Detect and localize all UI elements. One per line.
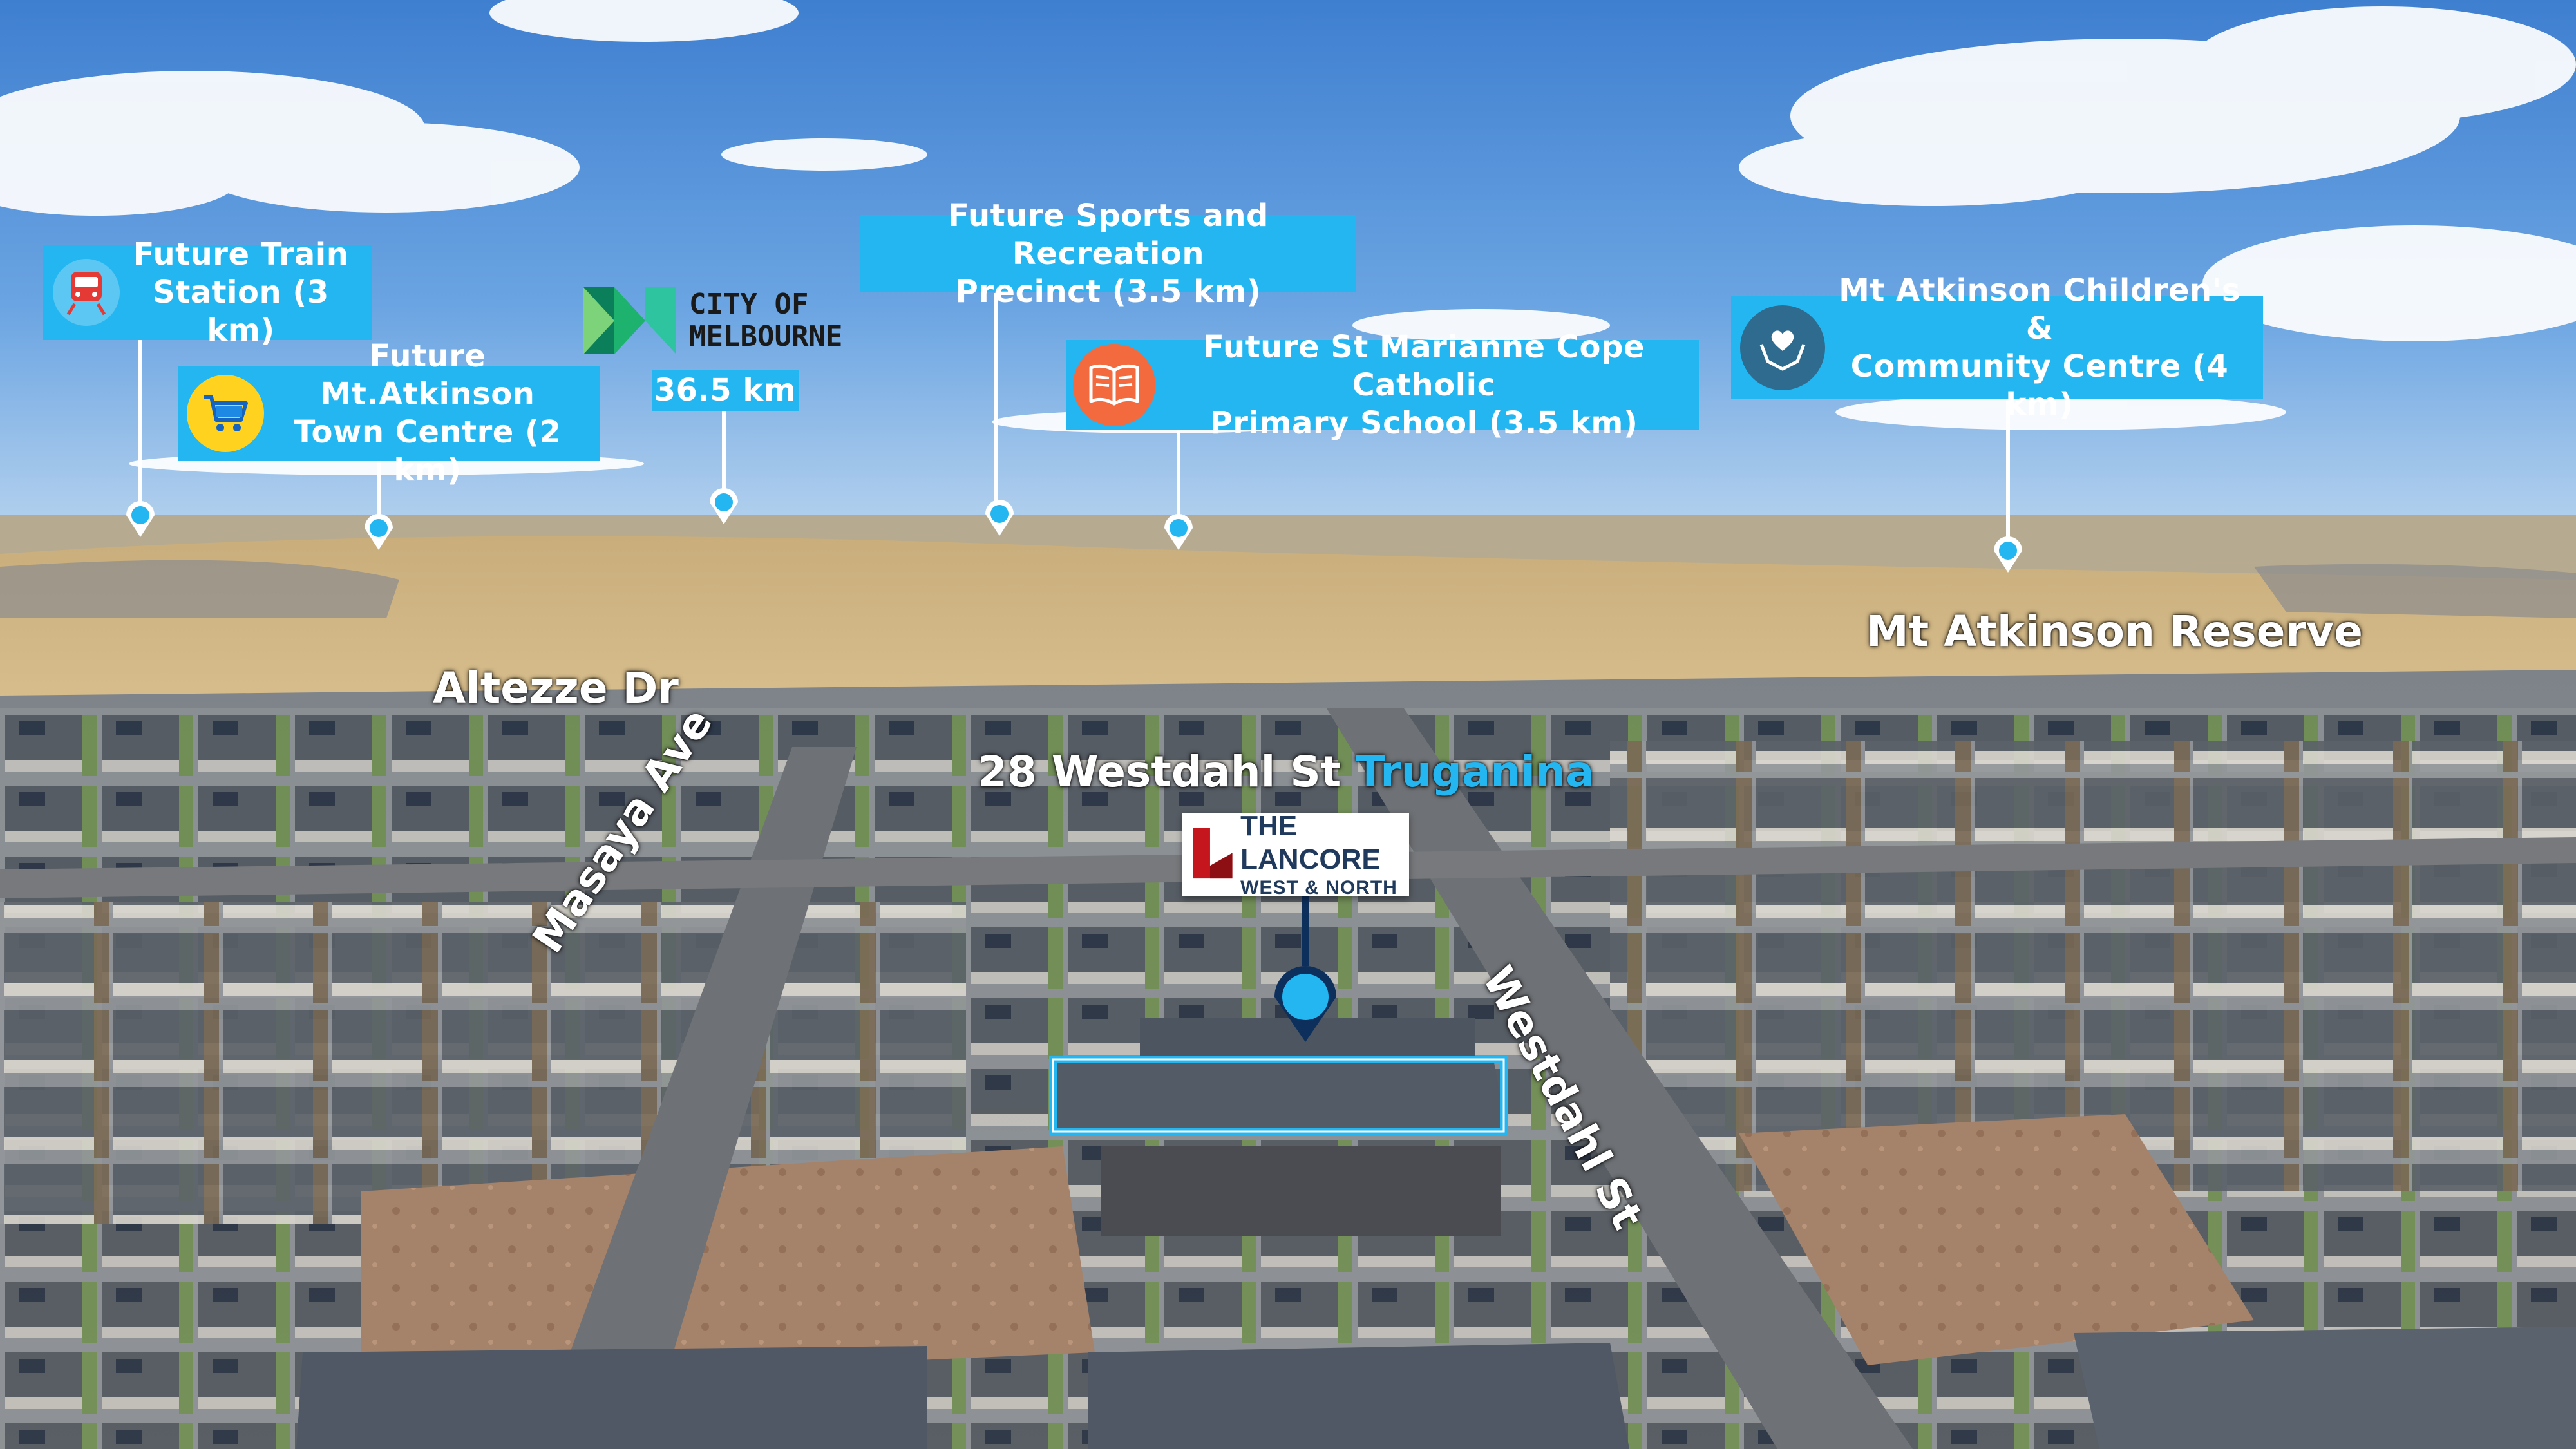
dirt-lot (361, 1146, 1095, 1385)
callout-school-line1: Future St Marianne Cope Catholic (1203, 328, 1645, 403)
city-logo-line2: MELBOURNE (689, 320, 843, 353)
train-icon (53, 259, 120, 326)
callout-town-centre-line1: Future Mt.Atkinson (320, 338, 535, 412)
callout-train-line1: Future Train (133, 236, 349, 272)
city-logo-line1: CITY OF (689, 288, 809, 321)
city-logo-icon (583, 287, 676, 354)
city-distance: 36.5 km (654, 372, 797, 408)
callout-school-line2: Primary School (3.5 km) (1209, 404, 1638, 441)
road-masaya (535, 747, 857, 1449)
callout-train: Future Train Station (3 km) (43, 236, 372, 348)
brand-line2: WEST & NORTH (1240, 877, 1397, 898)
pin-community (1994, 536, 2022, 573)
neighbour-house (1101, 1146, 1501, 1236)
road-westdahl (1327, 708, 1913, 1449)
pin-city (710, 488, 738, 524)
address-street: 28 Westdahl St (978, 747, 1341, 797)
callout-school: Future St Marianne Cope Catholic Primary… (1066, 329, 1699, 441)
callout-sports-line1: Future Sports and Recreation (948, 197, 1269, 272)
dirt-lot (1739, 1114, 2254, 1365)
lancore-logo-icon (1193, 827, 1233, 879)
hands-heart-icon (1740, 305, 1825, 390)
property-pin (1274, 966, 1336, 1042)
brand-line1: THE LANCORE (1240, 810, 1381, 875)
city-of-melbourne-logo: CITY OF MELBOURNE (580, 281, 863, 361)
callout-town-centre-line2: Town Centre (2 km) (294, 414, 562, 488)
label-reserve: Mt Atkinson Reserve (1866, 607, 2363, 656)
callout-community: Mt Atkinson Children's & Community Centr… (1731, 272, 2263, 422)
lancore-brand-sign: THE LANCORE WEST & NORTH (1182, 810, 1409, 898)
book-icon (1073, 344, 1155, 426)
callout-sports: Future Sports and Recreation Precinct (3… (860, 198, 1356, 310)
address-suburb: Truganina (1356, 747, 1595, 797)
grass-field (0, 536, 2576, 721)
marker-lines (138, 293, 2010, 541)
callout-town-centre: Future Mt.Atkinson Town Centre (2 km) (178, 338, 600, 488)
callout-city-distance: 36.5 km (652, 370, 799, 411)
subject-house-roof (1056, 1063, 1507, 1130)
callout-sports-line2: Precinct (3.5 km) (955, 273, 1262, 310)
pin-sports (985, 500, 1014, 536)
label-altezze: Altezze Dr (433, 663, 679, 713)
callout-community-line2: Community Centre (4 km) (1850, 348, 2229, 422)
callout-train-line2: Station (3 km) (153, 274, 329, 348)
marker-pins (126, 488, 2022, 573)
callout-community-line1: Mt Atkinson Children's & (1839, 272, 2240, 346)
address-label: 28 Westdahl St Truganina (978, 747, 1595, 797)
pin-train (126, 501, 155, 537)
pin-town-centre (365, 514, 393, 550)
shopping-cart-icon (187, 375, 264, 452)
pin-school (1164, 514, 1193, 550)
